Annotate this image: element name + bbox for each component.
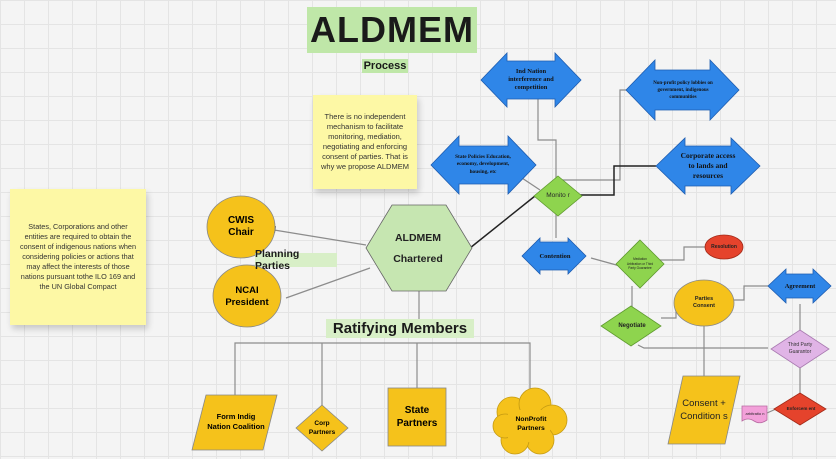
parties-consent-node: [673, 279, 735, 327]
mediation-diamond: [615, 239, 665, 289]
contention-arrow: [521, 237, 587, 275]
corp-partners-diamond: [295, 404, 349, 452]
connector: [734, 285, 768, 301]
connector-dark: [572, 165, 656, 196]
mechanism-note-text: There is no independent mechanism to fac…: [321, 112, 409, 171]
ratifying-members-label: Ratifying Members: [326, 319, 474, 338]
states-sticky-note: States, Corporations and other entities …: [10, 189, 146, 325]
monitor-diamond: [533, 175, 583, 217]
form-indig-parallelogram: [191, 394, 278, 451]
cwis-chair-node: [206, 195, 276, 259]
consent-conditions-parallelogram: [667, 375, 741, 445]
ncai-president-node: [212, 264, 282, 328]
connector: [537, 98, 557, 180]
agreement-arrow: [767, 268, 832, 304]
resolution-node: [704, 234, 744, 260]
third-party-guarantor-diamond: [770, 329, 830, 369]
connector: [637, 344, 768, 349]
nonprofit-policy-arrow: [625, 59, 740, 121]
connector-dark: [469, 191, 541, 249]
arbitration-flag: [741, 405, 768, 424]
connector: [267, 228, 367, 246]
connector: [285, 267, 371, 299]
connector: [234, 342, 531, 398]
states-note-text: States, Corporations and other entities …: [19, 222, 137, 291]
connector: [556, 89, 626, 181]
ind-nation-arrow: [480, 52, 582, 108]
planning-parties-label: Planning Parties: [255, 248, 337, 272]
negotiate-diamond: [600, 305, 662, 347]
connector: [660, 246, 706, 261]
state-partners-rect: [387, 387, 447, 447]
state-policies-arrow: [430, 135, 537, 195]
nonprofit-cloud: [492, 387, 568, 455]
connector: [590, 257, 621, 267]
aldmem-hexagon: [365, 204, 473, 292]
process-subtitle: Process: [362, 59, 408, 73]
enforcement-diamond: [773, 392, 827, 426]
mechanism-sticky-note: There is no independent mechanism to fac…: [313, 95, 417, 189]
page-title: ALDMEM: [307, 7, 477, 53]
corporate-access-arrow: [655, 137, 761, 195]
